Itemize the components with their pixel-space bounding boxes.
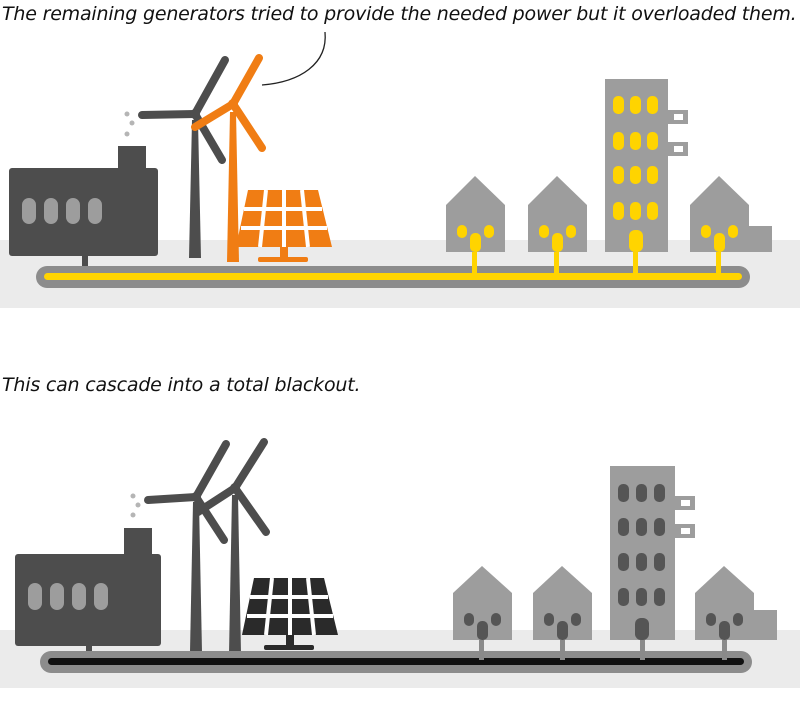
house-icon — [533, 566, 592, 660]
apartment-building-icon — [610, 466, 695, 660]
house-icon — [528, 176, 587, 276]
house-icon — [453, 566, 512, 660]
wind-turbine-icon — [194, 438, 270, 654]
callout-line — [261, 31, 326, 86]
wind-turbine-icon — [144, 440, 230, 652]
solar-panel-icon — [242, 577, 338, 650]
house-icon — [446, 176, 505, 276]
caption-overload: The remaining generators tried to provid… — [2, 3, 797, 25]
house-icon — [690, 176, 772, 276]
house-icon — [695, 566, 777, 660]
power-line — [44, 273, 742, 280]
overloaded-wind-turbine-icon — [191, 54, 266, 262]
blackout-grid-illustration — [0, 438, 800, 688]
caption-blackout: This can cascade into a total blackout. — [2, 374, 361, 396]
apartment-building-icon — [605, 79, 688, 276]
overloaded-solar-panel-icon — [236, 189, 332, 262]
factory-icon — [9, 111, 158, 268]
power-line — [48, 658, 744, 665]
overloaded-grid-illustration — [0, 31, 800, 308]
factory-icon — [15, 493, 161, 658]
